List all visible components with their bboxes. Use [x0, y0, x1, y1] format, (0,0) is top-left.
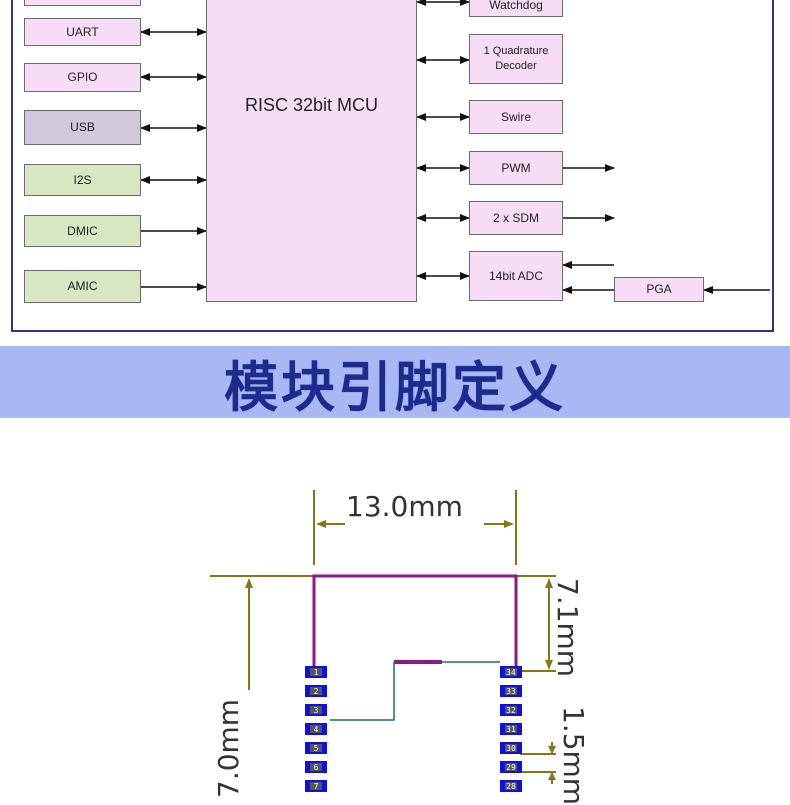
block-uart-label: UART	[66, 24, 99, 39]
block-mcu-label: RISC 32bit MCU	[244, 95, 379, 115]
left-pin-label-7: 7	[314, 782, 319, 791]
block-quadrature-line1: 1 Quadrature	[483, 45, 549, 57]
block-i2s-label: I2S	[73, 172, 92, 187]
block-i2s: I2S	[24, 164, 141, 196]
right-pin-core-29	[505, 763, 517, 771]
block-amic-label: AMIC	[67, 279, 98, 293]
left-pin-label-2: 2	[314, 687, 319, 696]
left-pin-label-6: 6	[314, 763, 319, 772]
block-pwm-label: PWM	[501, 160, 531, 175]
left-pin-label-3: 3	[314, 706, 319, 715]
right-pin-label-31: 31	[506, 725, 516, 734]
block-usb: USB	[24, 110, 141, 145]
block-pga-label: PGA	[646, 282, 672, 296]
left-pin-core-1	[310, 668, 322, 676]
block-watchdog: Watchdog	[469, 0, 563, 17]
right-pin-core-32	[505, 706, 517, 714]
block-pga: PGA	[614, 277, 704, 302]
left-pin-label-5: 5	[314, 744, 319, 753]
block-adc: 14bit ADC	[469, 251, 563, 301]
right-pin-label-28: 28	[506, 782, 516, 791]
block-pwm: PWM	[469, 151, 563, 185]
right-pin-label-32: 32	[506, 706, 516, 715]
block-top-left-partial	[24, 0, 141, 6]
left-pin-core-2	[310, 687, 322, 695]
antenna-trace	[330, 660, 500, 721]
right-pin-core-28	[505, 782, 517, 790]
block-dmic: DMIC	[24, 215, 141, 247]
right-pin-core-30	[505, 744, 517, 752]
block-swire: Swire	[469, 100, 563, 134]
left-pin-core-3	[310, 706, 322, 714]
dimension-top-label-box: 7.1mm	[551, 578, 584, 677]
right-pin-core-31	[505, 725, 517, 733]
block-quadrature-decoder: 1 Quadrature Decoder	[469, 34, 563, 84]
block-diagram-frame	[11, 0, 774, 332]
right-pin-core-33	[505, 687, 517, 695]
block-swire-label: Swire	[500, 109, 531, 124]
left-pin-label-1: 1	[314, 668, 319, 677]
block-watchdog-label: Watchdog	[489, 0, 543, 12]
block-gpio: GPIO	[24, 63, 141, 92]
block-quadrature-line2: Decoder	[495, 60, 537, 72]
module-outline	[312, 574, 518, 666]
block-uart: UART	[24, 18, 141, 46]
right-pin-label-34: 34	[506, 668, 516, 677]
left-pin-core-7	[310, 782, 322, 790]
right-pin-core-34	[505, 668, 517, 676]
dimension-width-label: 13.0mm	[346, 490, 463, 523]
dimension-pitch-label: 1.5mm	[557, 706, 590, 805]
dimension-top-label: 7.1mm	[551, 578, 584, 678]
block-gpio-label: GPIO	[67, 70, 98, 84]
block-amic: AMIC	[24, 270, 141, 303]
dimension-height-label-box: 7.0mm	[212, 690, 246, 798]
left-pin-core-5	[310, 744, 322, 752]
block-mcu: RISC 32bit MCU	[206, 0, 417, 302]
right-pin-label-30: 30	[506, 744, 516, 753]
right-pin-label-33: 33	[506, 687, 516, 696]
block-sdm: 2 x SDM	[469, 201, 563, 235]
left-pin-core-4	[310, 725, 322, 733]
right-pin-label-29: 29	[506, 763, 516, 772]
block-adc-label: 14bit ADC	[488, 268, 544, 283]
block-usb-label: USB	[70, 120, 95, 134]
left-pin-core-6	[310, 763, 322, 771]
block-sdm-label: 2 x SDM	[492, 210, 539, 225]
section-title: 模块引脚定义	[224, 355, 566, 419]
dimension-pitch-label-box: 1.5mm	[557, 706, 590, 805]
left-pin-label-4: 4	[314, 725, 319, 734]
section-banner	[0, 346, 790, 418]
block-dmic-label: DMIC	[67, 223, 98, 238]
dimension-height-label: 7.0mm	[212, 698, 245, 798]
